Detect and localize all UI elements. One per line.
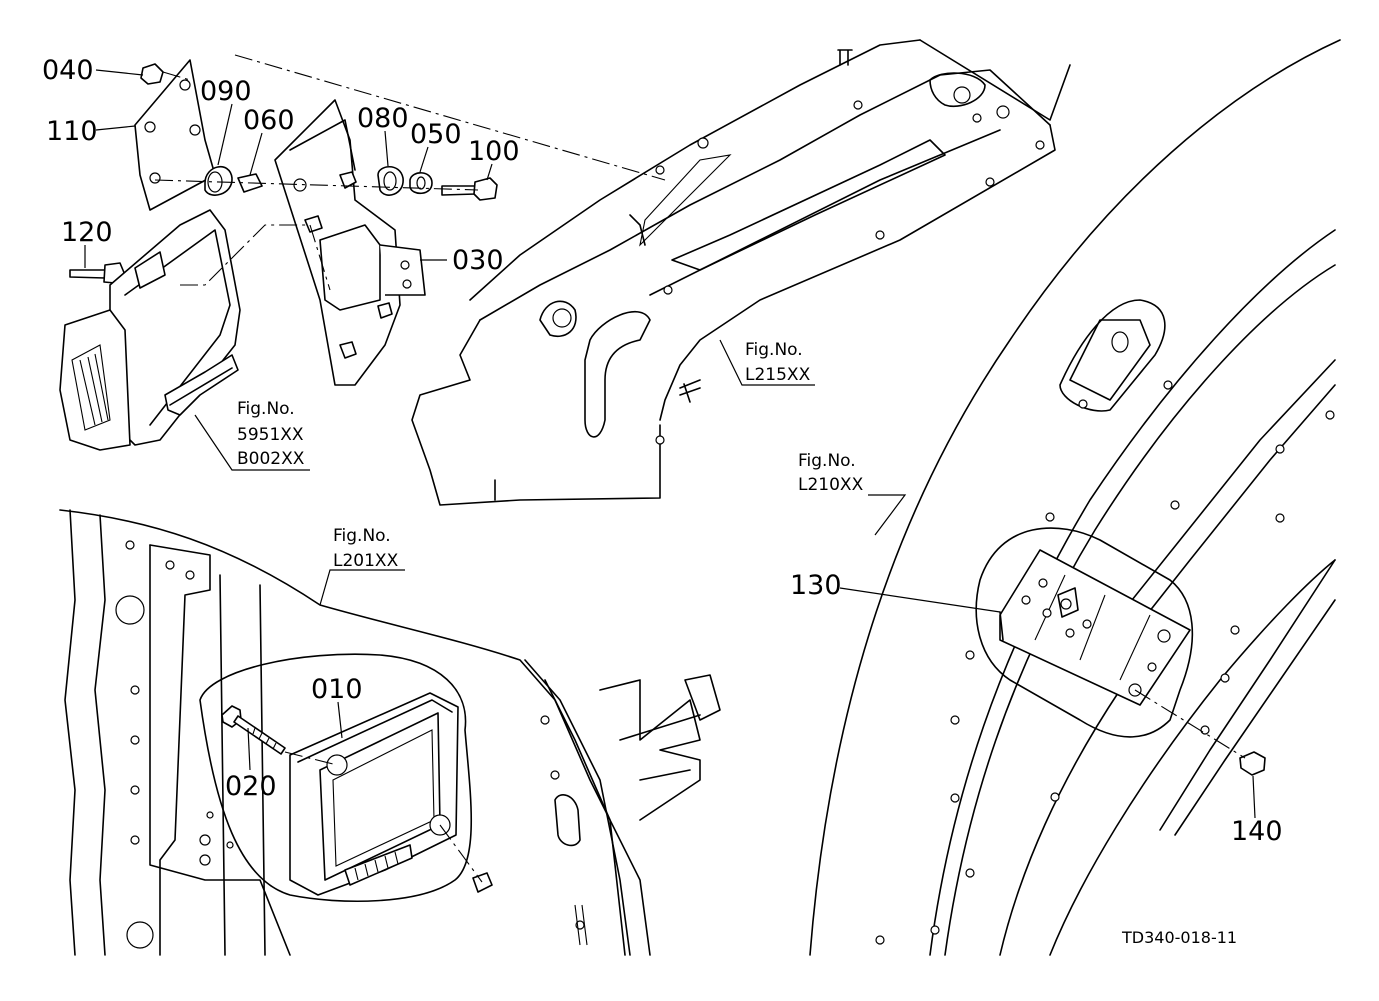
label-130: 130 (790, 570, 842, 601)
fig-ref-number: L210XX (798, 475, 864, 495)
part-labels: 040 090 110 060 080 050 100 120 030 010 … (42, 55, 1283, 847)
label-080: 080 (357, 103, 409, 134)
fig-ref-ecu: Fig.No. 5951XX B002XX (237, 399, 305, 469)
fig-ref-frame: Fig.No. L215XX (745, 340, 811, 385)
assembly-centerlines (154, 54, 666, 291)
label-060: 060 (243, 105, 295, 136)
frame-bracket-drawing (411, 39, 1071, 506)
label-050: 050 (410, 119, 462, 150)
label-100: 100 (468, 136, 520, 167)
fig-ref-heading: Fig.No. (333, 526, 391, 546)
drawing-code: TD340-018-11 (1121, 928, 1237, 947)
panel-drawing (59, 509, 721, 956)
label-090: 090 (200, 76, 252, 107)
fig-ref-number: 5951XX (237, 425, 304, 445)
label-140: 140 (1231, 816, 1283, 847)
fig-ref-heading: Fig.No. (237, 399, 295, 419)
leader-lines (84, 69, 1256, 819)
fig-ref-number: L215XX (745, 365, 811, 385)
fender-drawing (809, 39, 1341, 956)
fig-ref-number: B002XX (237, 449, 305, 469)
label-010: 010 (311, 674, 363, 705)
label-040: 040 (42, 55, 94, 86)
fig-ref-panel: Fig.No. L201XX (333, 526, 399, 571)
ecu-box-drawing (199, 653, 493, 903)
fig-ref-fender: Fig.No. L210XX (798, 451, 864, 495)
label-110: 110 (46, 116, 98, 147)
label-020: 020 (225, 771, 277, 802)
label-120: 120 (61, 217, 113, 248)
fig-ref-heading: Fig.No. (798, 451, 856, 471)
label-030: 030 (452, 245, 504, 276)
fig-ref-number: L201XX (333, 551, 399, 571)
fig-ref-heading: Fig.No. (745, 340, 803, 360)
